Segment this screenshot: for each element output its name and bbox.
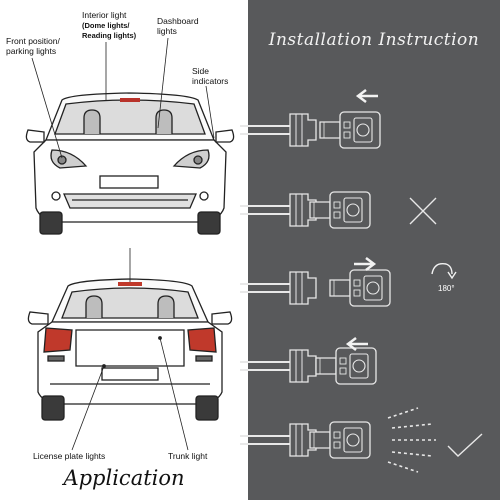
step-2-wrong: [239, 191, 437, 229]
third-brake-light: [118, 248, 142, 286]
interior-light-bar: [120, 98, 140, 102]
front-pointer-lines: [31, 37, 215, 159]
label-dashboard-lights: Dashboard lights: [157, 16, 199, 36]
arrow-right-icon: [354, 257, 377, 271]
car-illustrations: [25, 37, 235, 451]
label-interior-sub: (Dome lights/ Reading lights): [82, 21, 137, 40]
label-license-plate: License plate lights: [33, 451, 106, 461]
installation-panel: [248, 0, 500, 500]
check-icon: [447, 433, 483, 457]
label-front-position: Front position/ parking lights: [6, 36, 60, 56]
rear-pointer-lines: [71, 336, 189, 451]
application-title: Application: [63, 466, 185, 490]
installation-title: Installation Instruction: [268, 30, 480, 50]
step-4-insert: [239, 337, 377, 385]
step-3-rotate: [239, 257, 457, 307]
application-panel: Interior light (Dome lights/ Reading lig…: [0, 0, 248, 500]
light-rays: [387, 407, 436, 473]
cross-icon: [409, 197, 437, 225]
rotate-icon: [431, 263, 453, 275]
arrow-left-icon: [355, 89, 378, 103]
rear-car-drawing: [27, 278, 233, 421]
step-1-remove: [239, 89, 381, 149]
front-car-drawing: [25, 92, 235, 235]
arrow-left-icon: [345, 337, 368, 351]
label-trunk-light: Trunk light: [168, 451, 208, 461]
rotation-degree-label: 180°: [438, 284, 455, 293]
label-interior-light: Interior light: [82, 10, 127, 20]
label-side-indicators: Side indicators: [192, 66, 229, 86]
step-5-lit: [239, 407, 483, 473]
